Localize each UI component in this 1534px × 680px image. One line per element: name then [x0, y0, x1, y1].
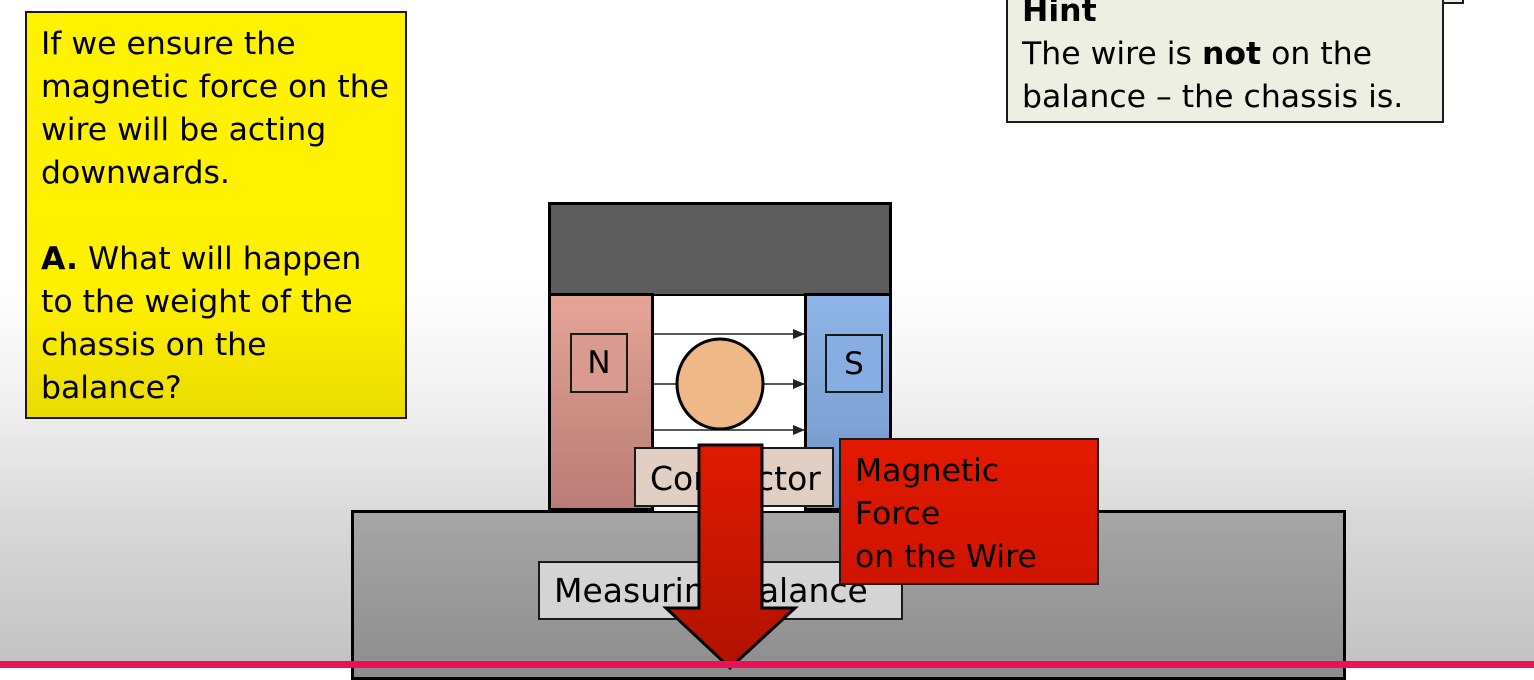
magnet-yoke [548, 202, 892, 297]
conductor-wire [675, 337, 765, 431]
question-box: If we ensure the magnetic force on the w… [25, 11, 407, 419]
part-a-text: What will happen [77, 241, 362, 277]
question-intro-line: magnetic force on the [41, 69, 390, 105]
question-intro-line: downwards. [41, 155, 230, 191]
force-label-line: Force [855, 496, 941, 532]
force-label-line: on the Wire [855, 539, 1037, 575]
question-part-line: balance? [41, 370, 182, 406]
hint-title: Hint [1022, 0, 1097, 29]
hint-line-2: balance – the chassis is. [1022, 79, 1404, 115]
question-part-line: to the weight of the [41, 284, 353, 320]
force-label: Magnetic Force on the Wire [839, 438, 1099, 585]
question-part-line: chassis on the [41, 327, 267, 363]
force-arrow [662, 443, 799, 671]
bottom-rule [0, 661, 1534, 668]
south-pole-label: S [825, 334, 883, 393]
part-a-label: A. [41, 241, 78, 277]
north-pole [548, 293, 654, 511]
north-pole-label: N [570, 333, 628, 393]
hint-box: Hint The wire is not on the balance – th… [1006, 0, 1444, 123]
question-part-a: A. What will happen [41, 238, 393, 281]
question-intro-line: If we ensure the [41, 26, 296, 62]
question-intro-line: wire will be acting [41, 112, 327, 148]
hint-line-1: The wire is not on the [1022, 33, 1430, 76]
hint-text: on the [1261, 36, 1373, 72]
hint-text: The wire is [1022, 36, 1202, 72]
force-label-line: Magnetic [855, 453, 1000, 489]
hint-emphasis: not [1201, 36, 1262, 72]
